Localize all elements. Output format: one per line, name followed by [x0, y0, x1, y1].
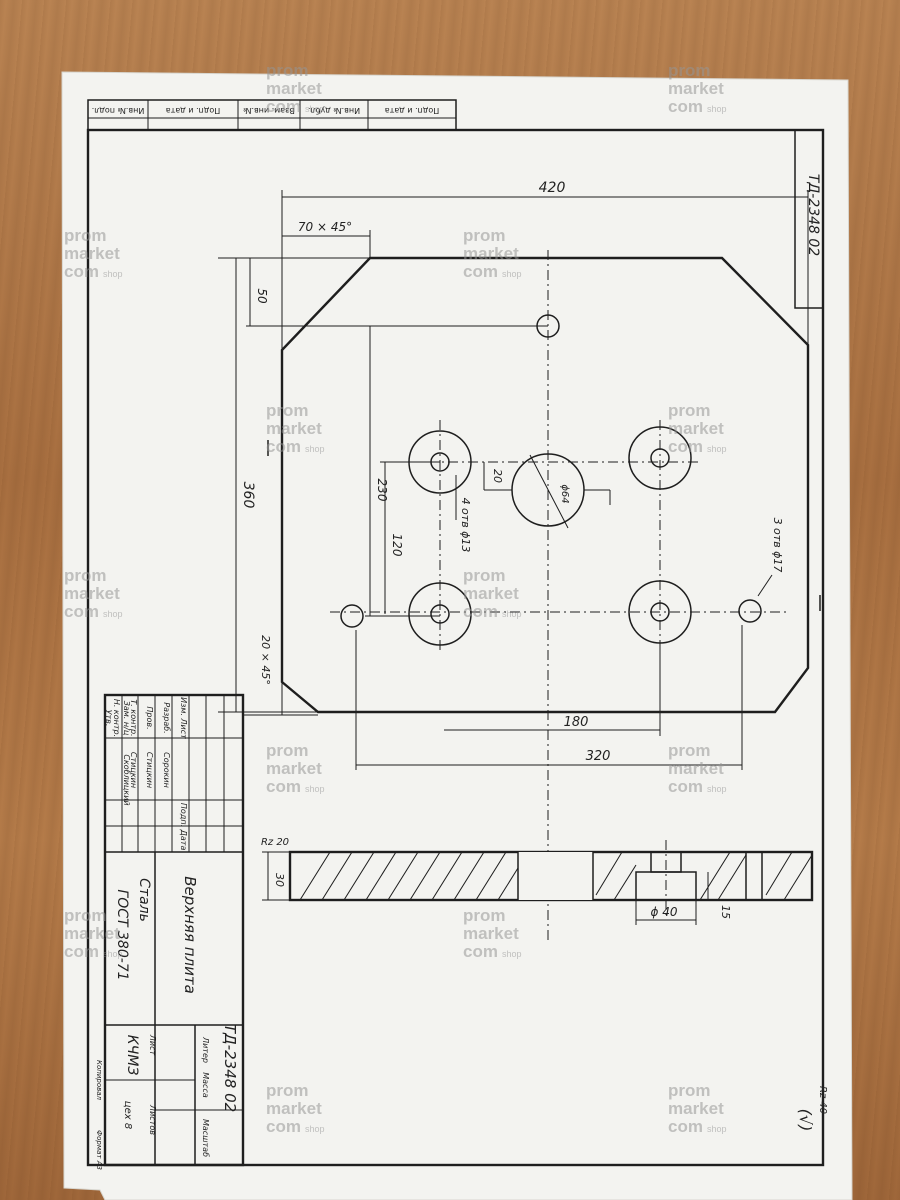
roughness-note: Rz 40	[817, 1086, 828, 1114]
top-number-box: ТД-2348 02	[794, 129, 824, 309]
sig-row-6: Н. контр.	[112, 699, 121, 737]
dim-counterbore-dia: ϕ 40	[651, 905, 678, 919]
sig-row-5: Зам. н/ц	[122, 701, 131, 736]
col-litera: Литер	[201, 1036, 210, 1063]
col-massa: Масса	[201, 1072, 210, 1098]
sig-row-3-name: Стицкин	[145, 752, 154, 788]
sig-row-7: Утв.	[104, 710, 113, 727]
copied-label: Копировал	[95, 1060, 103, 1101]
sig-row-2-name: Сорокин	[162, 752, 171, 788]
sig-header-sign: Подп.	[179, 803, 188, 827]
top-stamp-strip: Инв.№ подл. Подп. и дата Взам. инв.№ Инв…	[87, 99, 457, 131]
organization: КЧМЗ	[124, 1035, 140, 1076]
dim-overall-length: 420	[539, 180, 566, 196]
plate-section-view	[288, 840, 814, 915]
stamp-cell-1: Инв.№ подл.	[92, 106, 145, 115]
material-line2: ГОСТ 380-71	[114, 889, 130, 980]
stamp-cell-4: Инв.№ дубл.	[308, 106, 360, 115]
stamp-cell-2: Подп. и дата	[166, 106, 221, 115]
small-hole-left	[340, 604, 364, 628]
paper-sheet	[61, 71, 853, 1200]
top-drawing-number: ТД-2348 02	[805, 174, 821, 257]
sig-row-5-name: Скоблицкий	[122, 754, 131, 805]
dimension-lines	[218, 190, 821, 770]
dim-offset-20: 20	[491, 469, 504, 483]
small-hole-right	[738, 599, 762, 623]
format-label: Формат А3	[95, 1130, 103, 1170]
title-block: Изм. Лист Разраб. Сорокин Пров. Стицкин …	[103, 693, 245, 1167]
counterbored-hole-bl	[408, 582, 472, 646]
dim-span-180: 180	[564, 715, 589, 730]
sheet-label: Лист	[148, 1034, 157, 1056]
stamp-cell-5: Подп. и дата	[385, 106, 440, 115]
sig-row-4: Т. контр.	[129, 699, 138, 736]
sig-row-3: Пров.	[145, 706, 154, 729]
roughness-bracket: (√)	[796, 1109, 815, 1132]
plate-plan-view	[280, 250, 810, 940]
sig-header-date: Дата	[179, 829, 188, 851]
sig-row-4-name: Стицкин	[129, 752, 138, 788]
dim-holes-4: 4 отв ϕ13	[459, 498, 472, 553]
dim-holes-3: 3 отв ϕ17	[771, 518, 784, 573]
col-masshtab: Масштаб	[201, 1119, 210, 1157]
stamp-cell-3: Взам. инв.№	[242, 106, 294, 115]
drawing-number: ТД-2348 02	[221, 1024, 239, 1112]
dim-offset-top: 50	[255, 288, 269, 304]
dim-thickness: 30	[273, 873, 286, 887]
dim-center-hole: ϕ64	[559, 484, 570, 503]
dim-height-120: 120	[390, 534, 404, 557]
workshop: цех 8	[122, 1101, 133, 1129]
sig-row-1: Изм. Лист	[179, 697, 188, 739]
dim-span-320: 320	[586, 749, 611, 764]
dim-chamfer-top: 70 × 45°	[298, 220, 352, 234]
dim-counterbore-depth: 15	[719, 905, 732, 919]
sig-row-2: Разраб.	[162, 702, 171, 733]
dim-chamfer-bottom: 20 × 45°	[259, 635, 272, 685]
sheets-label: Листов	[148, 1104, 157, 1135]
part-name: Верхняя плита	[181, 876, 199, 994]
dim-overall-width: 360	[240, 482, 256, 509]
dim-height-230: 230	[375, 479, 389, 502]
edge-roughness: Rz 20	[261, 837, 289, 848]
material-line1: Сталь	[136, 878, 152, 922]
counterbored-hole-tr	[628, 426, 692, 490]
